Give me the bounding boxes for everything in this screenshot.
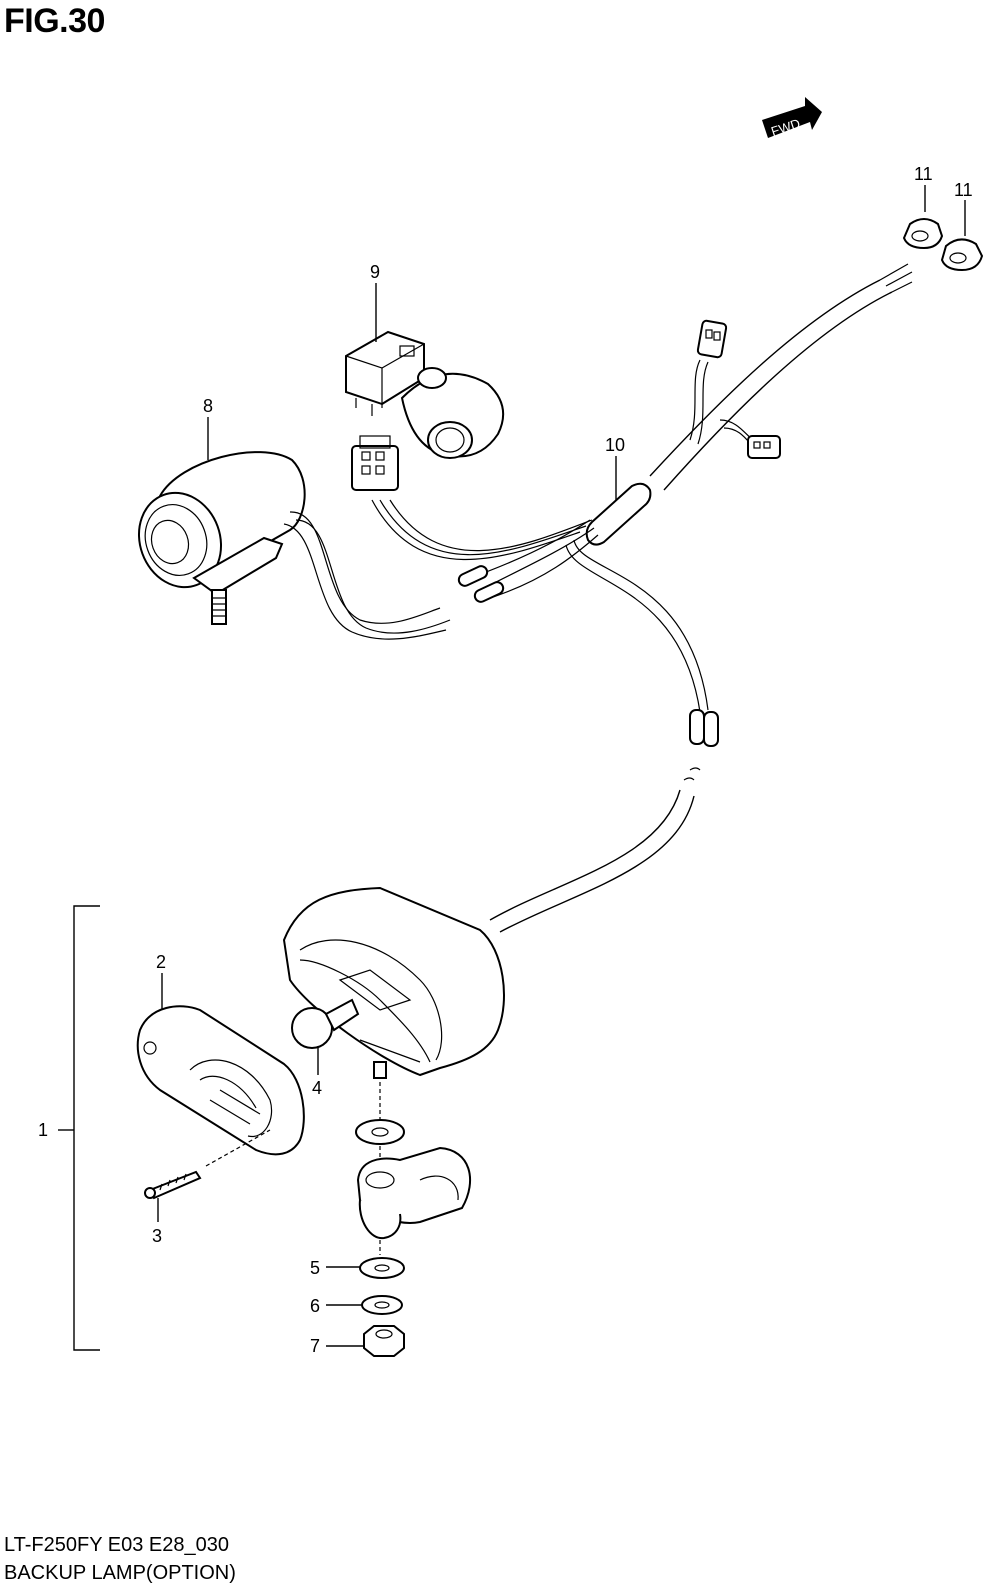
leader-lines bbox=[157, 185, 966, 1347]
callout-3: 3 bbox=[152, 1226, 162, 1246]
callout-5: 5 bbox=[310, 1258, 320, 1278]
callout-11a: 11 bbox=[914, 164, 933, 184]
callout-7: 7 bbox=[310, 1336, 320, 1356]
lamp-housing bbox=[282, 886, 505, 1077]
figure-title: FIG.30 bbox=[4, 2, 105, 40]
callout-2: 2 bbox=[156, 952, 166, 972]
callout-11b: 11 bbox=[954, 180, 973, 200]
callout-8: 8 bbox=[203, 396, 213, 416]
wiring-harness bbox=[371, 263, 913, 933]
model-code: LT-F250FY E03 E28_030 bbox=[4, 1534, 229, 1556]
nut bbox=[363, 1325, 405, 1357]
callout-1: 1 bbox=[38, 1120, 48, 1140]
callout-4: 4 bbox=[312, 1078, 322, 1098]
screw bbox=[144, 1129, 271, 1200]
callout-6: 6 bbox=[310, 1296, 320, 1316]
assembly-bracket bbox=[58, 905, 100, 1351]
diagram-name: BACKUP LAMP(OPTION) bbox=[4, 1562, 236, 1584]
lock-washer bbox=[361, 1295, 403, 1315]
switch-connector bbox=[351, 435, 399, 491]
connector-cap-left bbox=[902, 218, 944, 250]
callout-9: 9 bbox=[370, 262, 380, 282]
mounting-bracket bbox=[355, 1061, 471, 1255]
connector-cap-right bbox=[940, 238, 984, 272]
lens bbox=[136, 1005, 305, 1156]
indicator-lamp bbox=[137, 451, 451, 640]
washer bbox=[359, 1257, 405, 1279]
switch bbox=[345, 330, 505, 459]
fwd-arrow-icon: FWD bbox=[762, 97, 822, 139]
bulb bbox=[291, 998, 360, 1049]
callout-10: 10 bbox=[605, 435, 625, 455]
